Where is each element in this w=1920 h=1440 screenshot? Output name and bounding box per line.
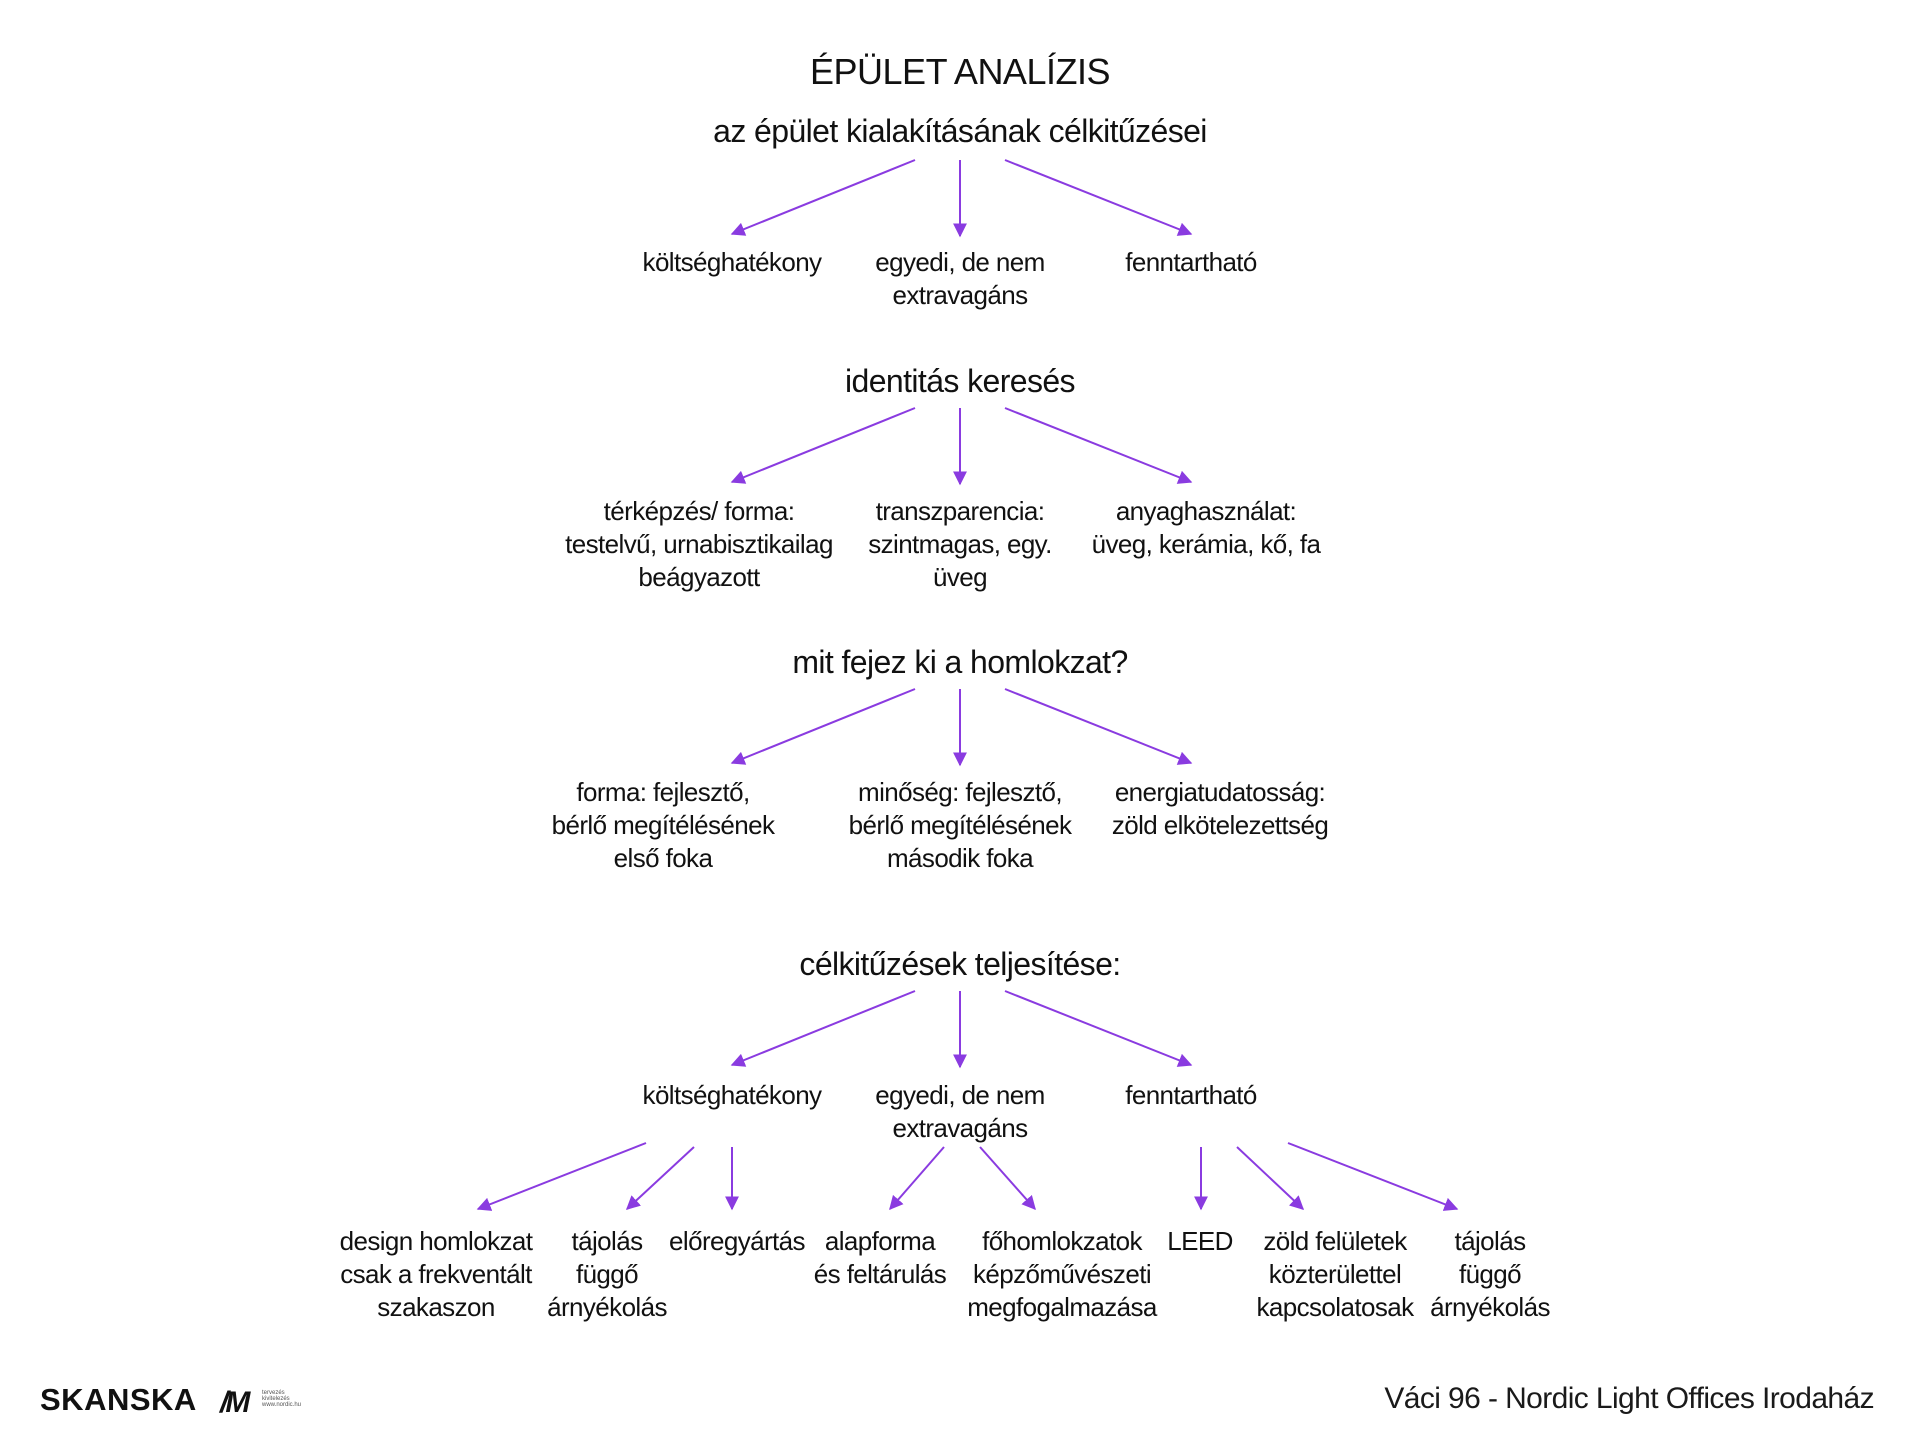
connector-arrow-7 <box>730 688 916 765</box>
diagram-title: ÉPÜLET ANALÍZIS <box>810 51 1110 92</box>
connector-arrow-9 <box>1004 688 1193 765</box>
connector-arrow-19 <box>1236 1146 1305 1210</box>
section-2-item-1: térképzés/ forma: testelvű, urnabisztika… <box>565 496 833 592</box>
nordic-logo-mark-icon: /M <box>220 1386 250 1419</box>
nordic-logo: /M tervezés kivitelezés www.nordic.hu <box>220 1386 340 1419</box>
connector-arrow-4 <box>730 407 916 484</box>
connector-arrow-16 <box>889 1146 945 1211</box>
skanska-logo: SKANSKA <box>40 1382 197 1417</box>
sub-item-orientation-shading-2: tájolás függő árnyékolás <box>1430 1226 1550 1322</box>
connector-arrow-17 <box>979 1146 1036 1211</box>
section-1-item-3: fenntartható <box>1125 247 1257 277</box>
section-4-heading: célkitűzések teljesítése: <box>799 946 1121 982</box>
connector-arrow-14 <box>625 1146 695 1210</box>
sub-item-main-facades: főhomlokzatok képzőművészeti megfogalmaz… <box>967 1226 1157 1322</box>
section-3-item-2: minőség: fejlesztő, bérlő megítélésének … <box>848 777 1072 873</box>
connector-arrow-1 <box>730 159 916 236</box>
section-3-item-1: forma: fejlesztő, bérlő megítélésének el… <box>551 777 775 873</box>
connector-arrow-3 <box>1004 159 1193 236</box>
sub-item-base-form: alapforma és feltárulás <box>813 1226 947 1289</box>
nordic-logo-text: tervezés kivitelezés www.nordic.hu <box>262 1390 302 1408</box>
section-2-heading: identitás keresés <box>845 363 1076 399</box>
section-4-item-2: egyedi, de nem extravagáns <box>875 1080 1045 1143</box>
sub-item-leed: LEED <box>1167 1226 1233 1256</box>
connector-arrow-20 <box>1287 1142 1459 1211</box>
sub-item-orientation-shading-1: tájolás függő árnyékolás <box>547 1226 667 1322</box>
section-3-item-3: energiatudatosság: zöld elkötelezettség <box>1111 777 1329 840</box>
section-3-heading: mit fejez ki a homlokzat? <box>792 644 1128 680</box>
connector-arrow-13 <box>476 1142 647 1211</box>
section-1-heading: az épület kialakításának célkitűzései <box>713 113 1207 149</box>
section-4-item-3: fenntartható <box>1125 1080 1257 1110</box>
project-title: Váci 96 - Nordic Light Offices Irodaház <box>1384 1382 1874 1415</box>
section-4-item-1: költséghatékony <box>642 1080 823 1110</box>
connector-arrow-12 <box>1004 990 1193 1067</box>
section-2-item-2: transzparencia: szintmagas, egy. üveg <box>868 496 1052 592</box>
section-1-item-2: egyedi, de nem extravagáns <box>875 247 1045 310</box>
connector-arrow-6 <box>1004 407 1193 484</box>
sub-item-prefabrication: előregyártás <box>669 1226 805 1256</box>
sub-item-design-facade: design homlokzat csak a frekventált szak… <box>339 1226 533 1322</box>
section-2-item-3: anyaghasználat: üveg, kerámia, kő, fa <box>1091 496 1321 559</box>
connector-arrow-10 <box>730 990 916 1067</box>
section-1-item-1: költséghatékony <box>642 247 823 277</box>
sub-item-green-surfaces: zöld felületek közterülettel kapcsolatos… <box>1256 1226 1415 1322</box>
